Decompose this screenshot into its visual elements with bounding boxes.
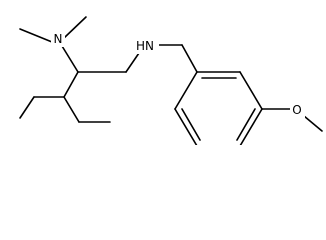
bond-c1-nh xyxy=(125,52,140,73)
ring-bond-3 xyxy=(239,108,263,145)
bond-oxygen-methyl xyxy=(303,115,323,132)
secondary-amine-label: HN xyxy=(136,39,154,53)
secondary-nh-label-mask xyxy=(131,37,159,54)
bond-n-methyl-right xyxy=(63,16,87,39)
amine-n-label-mask xyxy=(51,30,65,47)
ring-bond-2 xyxy=(239,71,263,110)
ring-bond-5 xyxy=(174,108,198,145)
bond-n-methyl-left xyxy=(19,28,53,43)
ring-double-bond-left xyxy=(181,108,201,141)
bond-n-c2 xyxy=(61,45,79,73)
molecule-structure: N HN O xyxy=(19,16,323,145)
ring-bond-6 xyxy=(174,71,198,110)
ring-double-bond-bottom-right xyxy=(236,108,256,141)
amine-nitrogen-label: N xyxy=(54,32,63,46)
bond-c2-c3 xyxy=(63,71,79,98)
methoxy-oxygen-label: O xyxy=(292,103,301,117)
bond-c3-ethyl-right-ch2 xyxy=(63,96,80,123)
bond-ethyl-left-ch3 xyxy=(19,96,35,119)
bond-ch2-ring xyxy=(181,44,198,73)
ether-o-label-mask xyxy=(290,101,305,118)
